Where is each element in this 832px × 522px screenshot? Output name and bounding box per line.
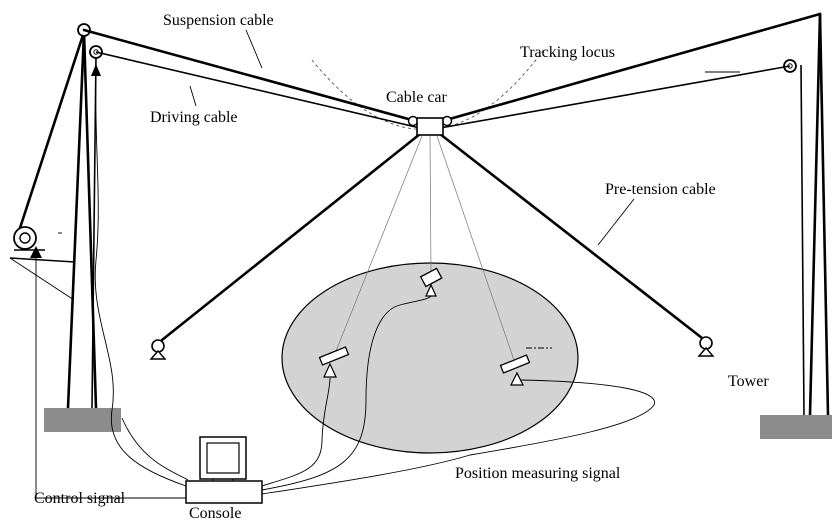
measuring-area	[281, 262, 579, 454]
winch	[13, 226, 62, 251]
console	[185, 436, 263, 504]
cable-car	[407, 115, 453, 136]
label-driving-cable: Driving cable	[150, 109, 238, 126]
suspension-cable	[82, 12, 822, 122]
tracking-locus-arc	[311, 47, 546, 131]
label-tower: Tower	[728, 373, 769, 390]
label-suspension-cable: Suspension cable	[163, 12, 274, 29]
right-tower	[760, 12, 832, 439]
label-position-measuring-signal: Position measuring signal	[455, 465, 621, 482]
label-control-signal: Control signal	[34, 490, 126, 507]
left-anchor	[149, 339, 167, 360]
right-tower-base	[760, 415, 832, 439]
label-console: Console	[189, 505, 241, 522]
sensor-left	[318, 346, 350, 378]
control-signal-wire	[30, 64, 187, 499]
right-anchor	[697, 336, 715, 357]
sensor-rays	[333, 135, 516, 364]
label-tracking-locus: Tracking locus	[520, 44, 615, 61]
sensor-top	[419, 267, 443, 297]
driving-cable	[95, 51, 791, 129]
label-pre-tension-cable: Pre-tension cable	[605, 181, 716, 198]
label-cable-car: Cable car	[386, 89, 448, 106]
pre-tension-cables	[160, 132, 704, 342]
left-tower-base	[44, 408, 121, 432]
sensor-right	[499, 354, 531, 386]
position-measuring-signal-wire	[121, 295, 656, 495]
